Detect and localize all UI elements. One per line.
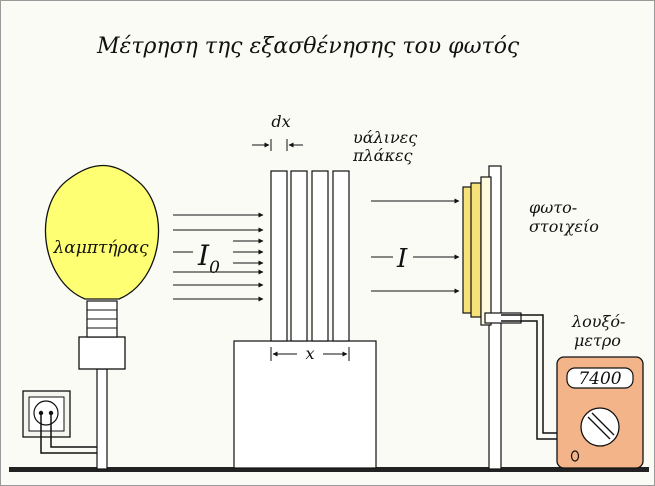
- wall-socket: [22, 390, 99, 454]
- glass-plates-label-1: υάλινες: [353, 128, 417, 147]
- lamp-label: λαμπτήρας: [52, 238, 149, 258]
- dx-label: dx: [271, 112, 290, 131]
- photocell-label-1: φωτο-: [529, 198, 577, 217]
- luxmeter-jack: [570, 450, 580, 462]
- glass-plates-label-2: πλάκες: [352, 146, 413, 165]
- luxmeter-label-2: μετρο: [574, 331, 621, 350]
- glass-plate: [332, 170, 350, 342]
- luxmeter-display: [566, 367, 634, 389]
- transmitted-light-rays: [371, 198, 460, 294]
- pedestal: [233, 340, 377, 469]
- luxmeter-reading: 7400: [578, 369, 621, 389]
- luxmeter-dial: [580, 407, 620, 447]
- meter-cable: [501, 314, 557, 434]
- thickness-x-label: x: [305, 344, 314, 363]
- incident-intensity-label: I0: [197, 239, 220, 278]
- lux-meter: 7400: [556, 356, 644, 469]
- glass-plate: [270, 170, 288, 342]
- lamp-holder: [78, 336, 126, 370]
- socket-face: [33, 400, 59, 426]
- photocell-sensor: [470, 182, 482, 318]
- glass-plate: [311, 170, 329, 342]
- lamp-bulb: [44, 165, 160, 300]
- floor-line: [9, 467, 649, 472]
- power-cable: [40, 413, 99, 454]
- glass-plate: [290, 170, 308, 342]
- photocell: [462, 165, 557, 470]
- photocell-label-2: στοιχείο: [529, 217, 599, 236]
- transmitted-intensity-label: I: [396, 244, 408, 274]
- diagram-title: Μέτρηση της εξασθένησης του φωτός: [96, 34, 520, 59]
- glass-plates: [270, 170, 350, 342]
- lamp: λαμπτήρας: [44, 165, 160, 470]
- lamp-stand: [96, 368, 108, 470]
- incident-light-rays: [173, 212, 264, 302]
- dx-marker: [252, 139, 303, 151]
- thickness-x-marker: [270, 347, 350, 361]
- luxmeter-label-1: λουξό-: [571, 312, 625, 331]
